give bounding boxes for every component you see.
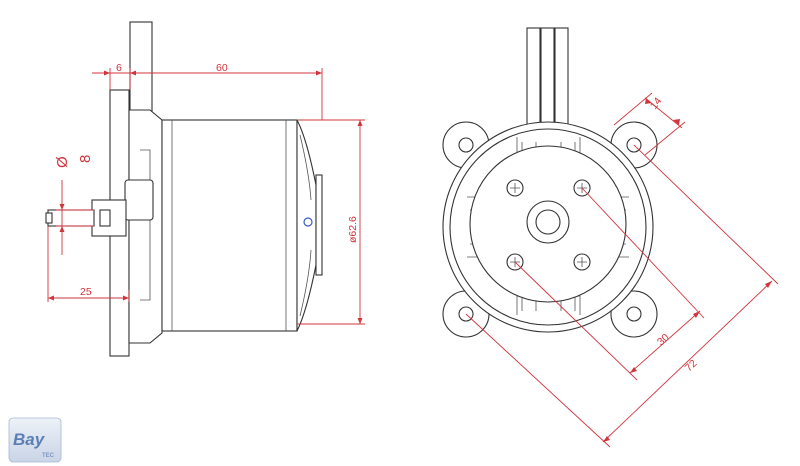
dim-shaft-length: 25 (80, 286, 92, 298)
dim-motor-diameter: ø62.6 (347, 216, 359, 243)
screws (506, 179, 591, 271)
svg-text:Bay: Bay (13, 430, 46, 449)
bay-tec-logo: Bay TEC (8, 417, 62, 463)
dim-shaft-dia-symbol: Ø (54, 156, 71, 168)
dim-motor-length: 60 (216, 62, 228, 74)
front-view: 14 30 72 (442, 27, 779, 448)
dim-outer-spacing: 72 (683, 357, 700, 374)
rear-cap (315, 174, 323, 276)
mount-bracket (128, 109, 163, 344)
mount-slot (124, 179, 154, 221)
mount-hole (458, 137, 474, 153)
hub-bore (535, 209, 561, 235)
side-view: 6 60 Ø 8 25 ø62.6 (45, 21, 365, 357)
blue-indicator (303, 217, 313, 227)
dim-inner-spacing: 30 (655, 331, 672, 348)
motor-can (161, 119, 298, 332)
dim-shaft-dia-value: 8 (77, 155, 94, 163)
dim-arm-width: 14 (648, 95, 665, 112)
svg-text:TEC: TEC (42, 453, 55, 459)
dim-flange-thickness: 6 (116, 62, 122, 74)
motor-shaft (47, 209, 95, 227)
mount-hole (626, 306, 642, 322)
